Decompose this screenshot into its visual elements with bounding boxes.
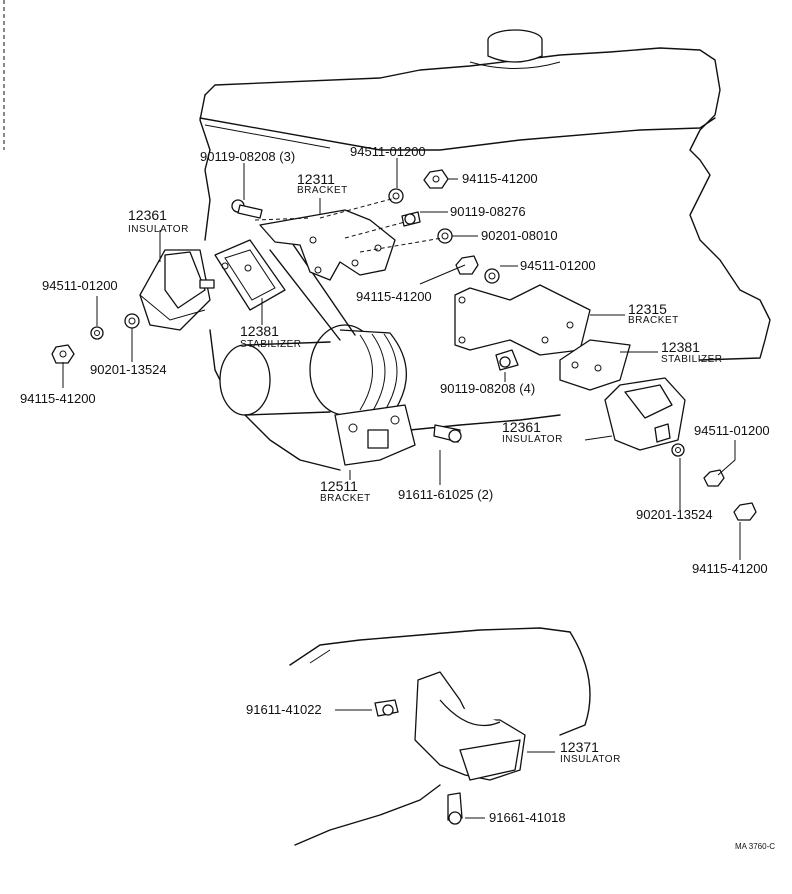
label-12381-right: 12381 (661, 339, 700, 355)
label-insulator-left: INSULATOR (128, 224, 189, 235)
bracket-12315 (454, 284, 591, 356)
label-94115-41200-top: 94115-41200 (462, 171, 538, 186)
label-90119-08208-4: 90119-08208 (4) (440, 381, 536, 396)
leader-lines (62, 158, 741, 560)
assembly-lines (254, 197, 443, 253)
label-stabilizer-right: STABILIZER (661, 354, 723, 365)
label-91611-61025-2: 91611-61025 (2) (398, 487, 494, 502)
label-12511: 12511 (320, 478, 358, 494)
label-94511-01200-left: 94511-01200 (42, 278, 118, 293)
label-91611-41022: 91611-41022 (246, 702, 322, 717)
label-94511-01200-top: 94511-01200 (350, 144, 426, 159)
label-90201-13524-left: 90201-13524 (90, 362, 167, 377)
label-12371: 12371 (560, 739, 599, 755)
label-12361-left: 12361 (128, 207, 167, 223)
label-94511-01200-mid: 94511-01200 (520, 258, 596, 273)
stabilizer-12381-right (559, 339, 631, 391)
bracket-12511 (334, 404, 416, 466)
label-12311: 12311 (297, 171, 335, 187)
figure-code: MA 3760-C (735, 842, 776, 851)
label-90119-08208-3: 90119-08208 (3) (200, 149, 296, 164)
label-12381-left: 12381 (240, 323, 279, 339)
label-91661-41018: 91661-41018 (489, 810, 566, 825)
stabilizer-12381-left (214, 239, 286, 311)
bracket-12311 (259, 209, 396, 281)
label-12361-right: 12361 (502, 419, 541, 435)
label-insulator-12371: INSULATOR (560, 754, 621, 765)
insulator-12361-left (139, 249, 215, 331)
insulator-12361-right (604, 377, 686, 451)
label-90201-08010: 90201-08010 (481, 228, 558, 243)
label-bracket-12311: BRACKET (297, 185, 348, 196)
engine-outline (199, 29, 771, 471)
label-94511-01200-right: 94511-01200 (694, 423, 770, 438)
label-stabilizer-left: STABILIZER (240, 339, 302, 350)
hardware (51, 169, 757, 521)
label-94115-41200-mid: 94115-41200 (356, 289, 432, 304)
label-bracket-12511: BRACKET (320, 493, 371, 504)
label-90201-13524-right: 90201-13524 (636, 507, 713, 522)
label-94115-41200-left: 94115-41200 (20, 391, 96, 406)
label-12315: 12315 (628, 301, 667, 317)
label-94115-41200-right: 94115-41200 (692, 561, 768, 576)
lower-detail-view (289, 627, 591, 846)
label-insulator-right: INSULATOR (502, 434, 563, 445)
label-bracket-12315: BRACKET (628, 315, 679, 326)
label-90119-08276: 90119-08276 (450, 204, 526, 219)
